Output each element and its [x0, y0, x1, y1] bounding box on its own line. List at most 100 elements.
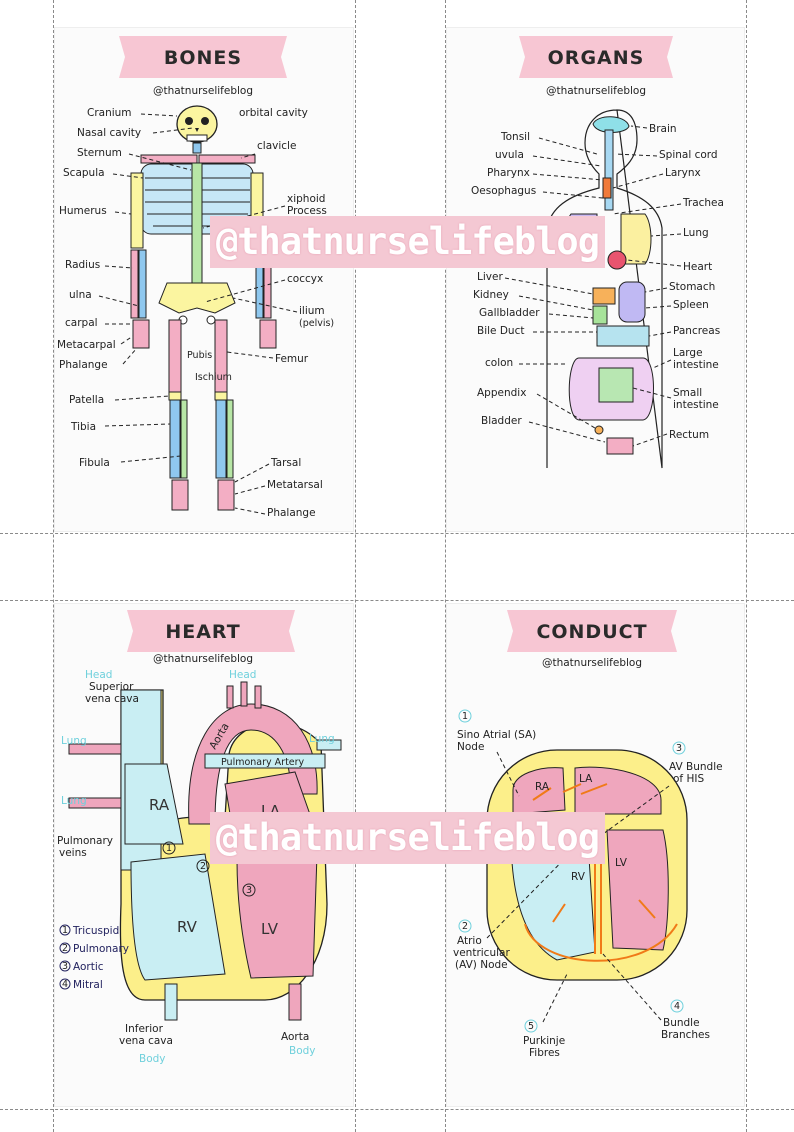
label-superior: Superior: [89, 681, 134, 693]
step-marker-4: [670, 999, 684, 1013]
svg-text:Pulmonary: Pulmonary: [73, 943, 129, 955]
label-oesophagus: Oesophagus: [471, 185, 536, 197]
label-clavicle: clavicle: [257, 140, 296, 152]
label-bladder: Bladder: [481, 415, 522, 427]
label-pulmonary: Pulmonary: [57, 835, 113, 847]
label-rv: RV: [177, 918, 198, 936]
label-heart: Heart: [683, 261, 712, 273]
label-body-right: Body: [289, 1045, 316, 1057]
svg-text:2: 2: [62, 943, 68, 954]
step-number: 3: [676, 743, 682, 754]
label-pubis: Pubis: [187, 350, 212, 361]
label-av-bundle-1: AV Bundle: [669, 761, 723, 773]
label-radius: Radius: [65, 259, 100, 271]
watermark-text: @thatnurselifeblog: [210, 216, 605, 268]
label-lung-left-bottom: Lung: [61, 795, 87, 807]
label-pancreas: Pancreas: [673, 325, 720, 337]
label-scapula: Scapula: [63, 167, 105, 179]
label-nasal-cavity: Nasal cavity: [77, 127, 141, 139]
label-cranium: Cranium: [87, 107, 132, 119]
label-tonsil: Tonsil: [500, 131, 530, 143]
svg-text:Tricuspid: Tricuspid: [72, 925, 119, 937]
label-metacarpal: Metacarpal: [57, 339, 116, 351]
valve-legend-item: 4 Mitral: [59, 978, 103, 991]
svg-text:4: 4: [62, 979, 68, 990]
step-number: 1: [462, 711, 468, 722]
step-marker-3: [672, 741, 686, 755]
marker-1-text: 1: [166, 843, 172, 854]
label-sa-node-2: Node: [457, 741, 484, 753]
label-femur: Femur: [275, 353, 309, 365]
label-patella: Patella: [69, 394, 104, 406]
label-la: LA: [579, 773, 593, 785]
label-spinal-cord: Spinal cord: [659, 149, 718, 161]
svg-text:Mitral: Mitral: [73, 979, 103, 991]
label-brain: Brain: [649, 123, 677, 135]
label-av-node-2: ventricular: [453, 947, 510, 959]
watermark-text: @thatnurselifeblog: [210, 812, 605, 864]
label-fibula: Fibula: [79, 457, 110, 469]
label-vena-cava: vena cava: [85, 693, 139, 705]
label-pharynx: Pharynx: [487, 167, 530, 179]
label-rv: RV: [571, 871, 586, 883]
body-outline-illustration: [546, 109, 663, 469]
valve-legend: 1 Tricuspid 2 Pulmonary 3 Aortic 4 Mitra…: [59, 924, 129, 991]
title-banner: [127, 610, 295, 652]
valve-legend-item: 1 Tricuspid: [59, 924, 119, 937]
label-uvula: uvula: [495, 149, 524, 161]
label-stomach: Stomach: [669, 281, 715, 293]
label-av-node-3: (AV) Node: [455, 959, 508, 971]
label-lv: LV: [261, 920, 279, 938]
label-process: Process: [287, 205, 327, 217]
label-av-bundle-2: of HIS: [673, 773, 704, 785]
label-phalange: Phalange: [59, 359, 108, 371]
svg-text:1: 1: [62, 925, 68, 936]
cut-guide-vertical: [355, 0, 356, 1132]
cut-guide-vertical: [445, 0, 446, 1132]
title-banner: [119, 36, 287, 78]
heart-labels: Head Head Superior vena cava Aorta Lung …: [57, 669, 335, 1065]
label-lung: Lung: [683, 227, 709, 239]
card-title: HEART: [165, 621, 240, 643]
label-appendix: Appendix: [477, 387, 526, 399]
label-carpal: carpal: [65, 317, 98, 329]
cut-guide-vertical: [746, 0, 747, 1132]
cut-guide-horizontal: [0, 533, 794, 534]
label-humerus: Humerus: [59, 205, 107, 217]
label-lung-right: Lung: [309, 733, 335, 745]
label-intestine-small: intestine: [673, 399, 719, 411]
handle-text: @thatnurselifeblog: [153, 85, 253, 97]
handle-text: @thatnurselifeblog: [153, 653, 253, 665]
label-spleen: Spleen: [673, 299, 709, 311]
label-coccyx: coccyx: [287, 273, 323, 285]
card-title: ORGANS: [548, 47, 645, 69]
cut-guide-horizontal: [0, 600, 794, 601]
cut-guide-horizontal: [0, 1109, 794, 1110]
label-bundle-branches-1: Bundle: [663, 1017, 700, 1029]
label-orbital-cavity: orbital cavity: [239, 107, 308, 119]
organs-labels: Brain Tonsil uvula Spinal cord Pharynx L…: [471, 123, 724, 447]
label-liver: Liver: [477, 271, 503, 283]
label-intestine-large: intestine: [673, 359, 719, 371]
label-veins: veins: [59, 847, 87, 859]
label-colon: colon: [485, 357, 513, 369]
handle-text: @thatnurselifeblog: [542, 657, 642, 669]
svg-text:Aortic: Aortic: [73, 961, 104, 973]
label-tarsal: Tarsal: [270, 457, 301, 469]
marker-2-text: 2: [200, 861, 206, 872]
step-number: 2: [462, 921, 468, 932]
label-trachea: Trachea: [682, 197, 724, 209]
label-inferior: Inferior: [125, 1023, 164, 1035]
label-sternum: Sternum: [77, 147, 122, 159]
skeleton-illustration: [130, 105, 277, 511]
label-gallbladder: Gallbladder: [479, 307, 540, 319]
label-purkinje-2: Fibres: [529, 1047, 560, 1059]
label-sa-node-1: Sino Atrial (SA): [457, 729, 536, 741]
label-ra: RA: [149, 796, 170, 814]
label-ilium: ilium: [299, 305, 325, 317]
svg-text:3: 3: [62, 961, 68, 972]
label-tibia: Tibia: [70, 421, 96, 433]
label-bile-duct: Bile Duct: [477, 325, 524, 337]
title-banner: [507, 610, 677, 652]
label-ischium: Ischium: [195, 372, 232, 383]
